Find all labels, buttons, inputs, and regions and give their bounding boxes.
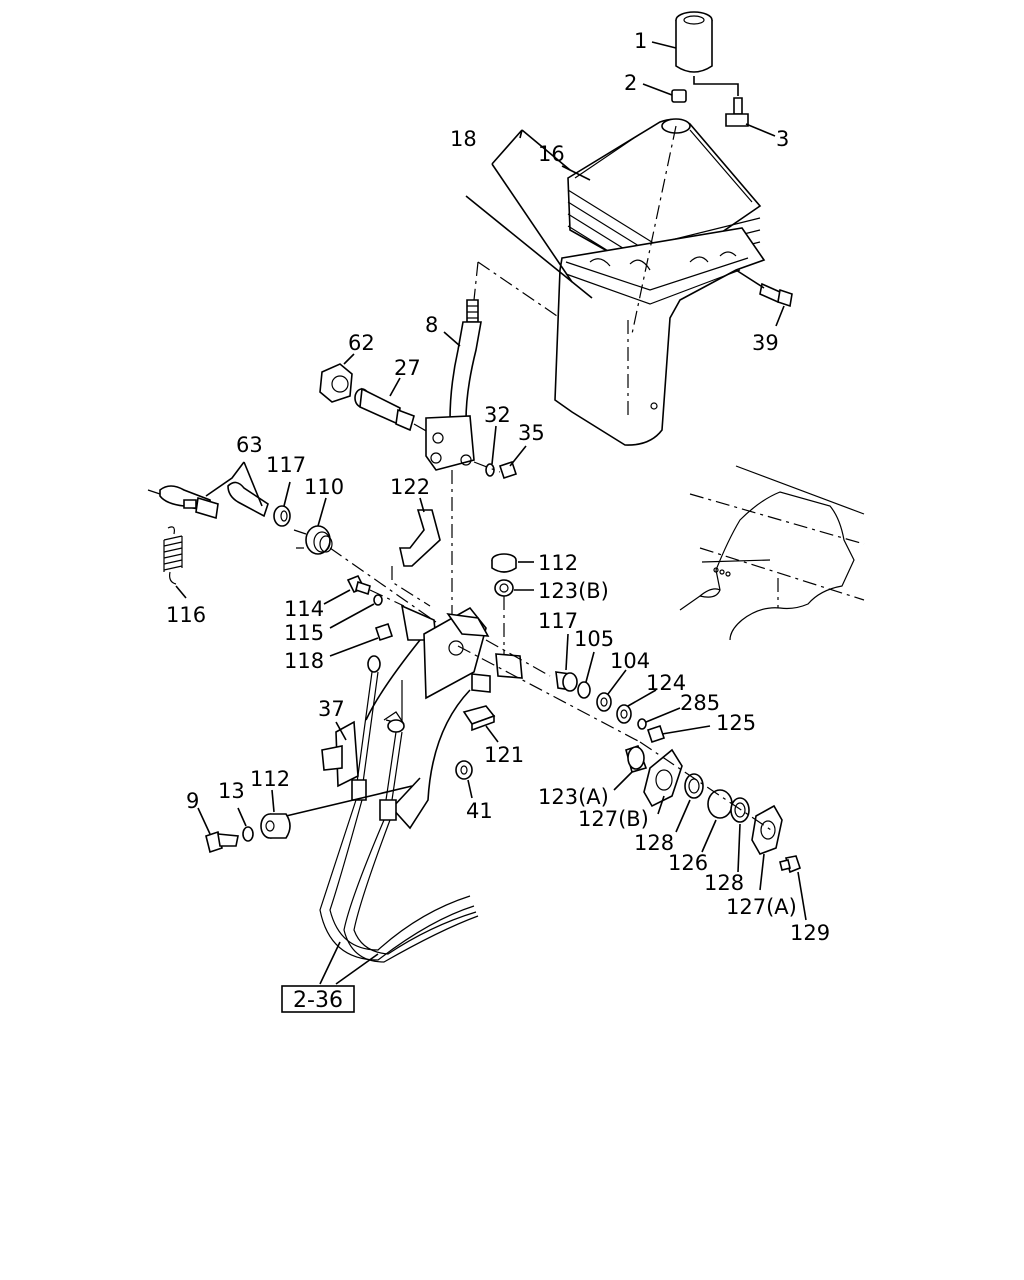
label-part-125: 125 xyxy=(716,711,756,735)
label-part-32: 32 xyxy=(484,403,511,427)
lever-cover-part-18 xyxy=(554,227,766,446)
nut-part-35 xyxy=(498,460,518,480)
label-part-128-lower: 128 xyxy=(704,871,744,895)
nut-part-125 xyxy=(646,724,666,744)
bushing-part-126 xyxy=(707,789,733,819)
washer-part-13 xyxy=(242,826,254,842)
bolt-part-27 xyxy=(354,387,415,432)
washer-part-117-upper xyxy=(273,505,291,527)
seal-part-128-lower xyxy=(730,797,750,823)
label-part-112-upper: 112 xyxy=(538,551,578,575)
label-part-41: 41 xyxy=(466,799,493,823)
label-part-121: 121 xyxy=(484,743,524,767)
label-part-110: 110 xyxy=(304,475,344,499)
label-part-126: 126 xyxy=(668,851,708,875)
shift-lever-part-8 xyxy=(425,299,482,471)
mount-part-112-upper xyxy=(491,553,517,573)
label-part-115: 115 xyxy=(284,621,324,645)
label-part-9: 9 xyxy=(186,789,199,813)
label-part-35: 35 xyxy=(518,421,545,445)
screw-part-39 xyxy=(759,282,793,308)
label-part-27: 27 xyxy=(394,356,421,380)
pin-part-285 xyxy=(637,718,647,730)
pad-part-121 xyxy=(462,705,496,732)
screw-part-3 xyxy=(725,97,749,127)
label-part-105: 105 xyxy=(574,627,614,651)
label-part-39: 39 xyxy=(752,331,779,355)
shift-bracket-assembly xyxy=(365,604,523,830)
label-part-16: 16 xyxy=(538,142,565,166)
bracket-part-122 xyxy=(399,509,441,567)
label-part-37: 37 xyxy=(318,697,345,721)
pin-assembly-part-63 xyxy=(147,481,269,520)
nut-part-118 xyxy=(374,622,394,642)
collar-part-123a xyxy=(625,744,648,773)
washer-part-105 xyxy=(577,681,591,699)
label-part-112-lower: 112 xyxy=(250,767,290,791)
reference-box-label: 2-36 xyxy=(293,988,343,1013)
cap-nut-part-62 xyxy=(319,363,353,403)
label-part-62: 62 xyxy=(348,331,375,355)
label-part-116: 116 xyxy=(166,603,206,627)
label-part-13: 13 xyxy=(218,779,245,803)
label-part-2: 2 xyxy=(624,71,637,95)
label-part-63: 63 xyxy=(236,433,263,457)
label-part-1: 1 xyxy=(634,29,647,53)
collar-part-123b xyxy=(494,579,514,597)
label-part-118: 118 xyxy=(284,649,324,673)
label-part-104: 104 xyxy=(610,649,650,673)
bolt-part-114 xyxy=(346,574,371,596)
bushing-part-127a xyxy=(751,804,783,855)
washer-part-115 xyxy=(373,594,383,606)
control-cables xyxy=(319,655,479,963)
label-part-122: 122 xyxy=(390,475,430,499)
label-part-123b: 123(B) xyxy=(538,579,609,603)
label-part-8: 8 xyxy=(425,313,438,337)
washer-part-32 xyxy=(485,463,495,477)
label-part-285: 285 xyxy=(680,691,720,715)
label-part-117-upper: 117 xyxy=(266,453,306,477)
label-part-18: 18 xyxy=(450,127,477,151)
washer-part-41 xyxy=(455,760,473,780)
label-part-127a: 127(A) xyxy=(726,895,797,919)
label-part-127b: 127(B) xyxy=(578,807,649,831)
label-part-123a: 123(A) xyxy=(538,785,609,809)
collar-part-117-lower xyxy=(555,671,578,692)
washer-part-104 xyxy=(596,692,612,712)
bolt-part-129 xyxy=(779,855,801,874)
torsion-spring-part-110 xyxy=(293,525,333,555)
label-part-129: 129 xyxy=(790,921,830,945)
nut-part-2 xyxy=(671,89,687,103)
label-part-117-lower: 117 xyxy=(538,609,578,633)
label-part-3: 3 xyxy=(776,127,789,151)
spring-part-116 xyxy=(163,526,183,585)
label-part-124: 124 xyxy=(646,671,686,695)
mount-part-112-lower xyxy=(260,813,291,839)
vehicle-location-outline xyxy=(679,465,865,641)
seal-part-128-upper xyxy=(684,773,704,799)
knob-part-1 xyxy=(675,11,713,73)
washer-part-124 xyxy=(616,704,632,724)
label-part-114: 114 xyxy=(284,597,324,621)
bracket-part-37 xyxy=(321,720,359,788)
part-labels: 1 2 3 18 16 39 8 62 27 32 35 63 117 110 … xyxy=(166,29,830,945)
bolt-part-9 xyxy=(205,830,239,854)
reference-box-frame xyxy=(281,985,355,1013)
label-part-128-upper: 128 xyxy=(634,831,674,855)
